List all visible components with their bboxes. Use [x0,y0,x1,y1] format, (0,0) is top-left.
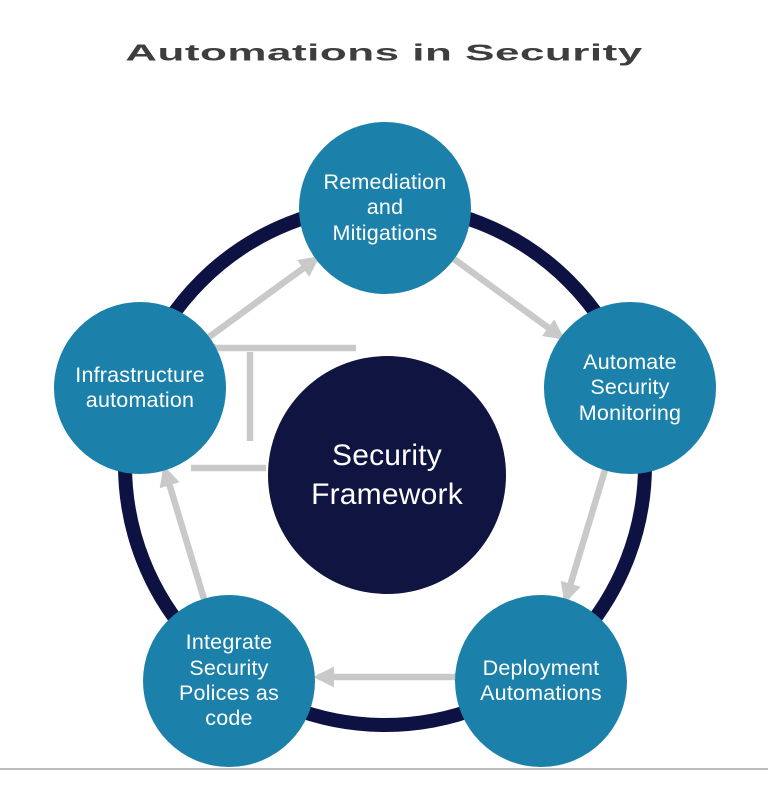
node-infrastructure-automation-label: Infrastructure automation [75,362,205,412]
connector-top-right [434,241,565,340]
page-title: Automations in Security [125,40,643,66]
node-deployment-automations: Deployment Automations [455,595,627,767]
node-integrate-security-policies-label: Integrate Security Polices as code [179,630,279,731]
node-security-framework-label: Security Framework [311,439,463,511]
node-automate-security-monitoring-label: Automate Security Monitoring [578,349,682,425]
connector-bottomleft-left [159,465,219,618]
node-remediation-mitigations-label: Remediation and Mitigations [323,169,447,245]
node-integrate-security-policies: Integrate Security Polices as code [143,595,315,767]
node-remediation-mitigations: Remediation and Mitigations [299,122,471,294]
node-automate-security-monitoring: Automate Security Monitoring [544,302,716,474]
connector-left-top [189,256,320,355]
node-infrastructure-automation: Infrastructure automation [54,302,226,474]
node-deployment-automations-label: Deployment Automations [480,655,602,705]
node-security-framework: Security Framework [268,356,506,594]
connector-right-bottomright [560,451,620,604]
